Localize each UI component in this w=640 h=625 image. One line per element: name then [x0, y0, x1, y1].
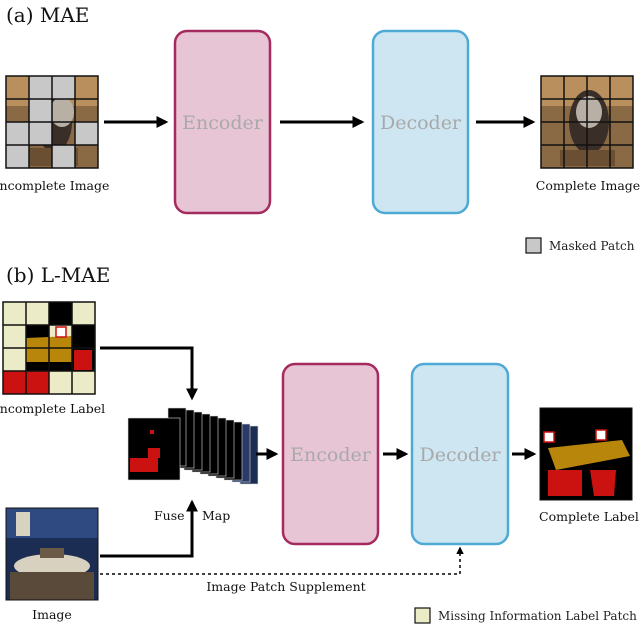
incomplete-label-caption: Incomplete Label: [0, 401, 105, 416]
decoder-a-label: Decoder: [380, 112, 462, 134]
incomplete-image: [5, 75, 99, 169]
image-patch-supplement-connector: [100, 546, 464, 575]
arrow-image-to-fuse: [100, 499, 198, 558]
masked-patch-legend-label: Masked Patch: [549, 239, 635, 253]
image-patch-supplement-caption: Image Patch Supplement: [206, 579, 365, 594]
masked-patches: [6, 76, 98, 168]
incomplete-image-caption: Incomplete Image: [0, 178, 109, 193]
section-b-title: (b) L-MAE: [6, 263, 110, 287]
encoder-a-label: Encoder: [182, 112, 264, 134]
decoder-b-label: Decoder: [419, 444, 501, 466]
input-image: [5, 507, 99, 601]
complete-label: [539, 407, 633, 501]
section-a-title: (a) MAE: [6, 3, 89, 27]
encoder-b-box: [281, 362, 380, 546]
masked-patch-legend-swatch: [525, 237, 542, 254]
fuse-map-caption-part2: Map: [202, 508, 230, 523]
arrow-label-to-fuse: [100, 346, 198, 401]
complete-image: [540, 75, 634, 169]
complete-label-caption: Complete Label: [539, 509, 639, 524]
fuse-map-caption-part1: Fuse: [154, 508, 185, 523]
decoder-b-box: [410, 362, 510, 546]
incomplete-label: [2, 301, 96, 395]
image-caption: Image: [32, 607, 72, 622]
decoder-a-box: [371, 29, 470, 215]
encoder-b-label: Encoder: [290, 444, 372, 466]
missing-label-legend-label: Missing Information Label Patch: [438, 609, 637, 623]
fuse-map-stack: [127, 407, 259, 485]
complete-image-caption: Complete Image: [536, 178, 640, 193]
missing-label-legend-swatch: [414, 607, 431, 624]
encoder-a-box: [173, 29, 272, 215]
